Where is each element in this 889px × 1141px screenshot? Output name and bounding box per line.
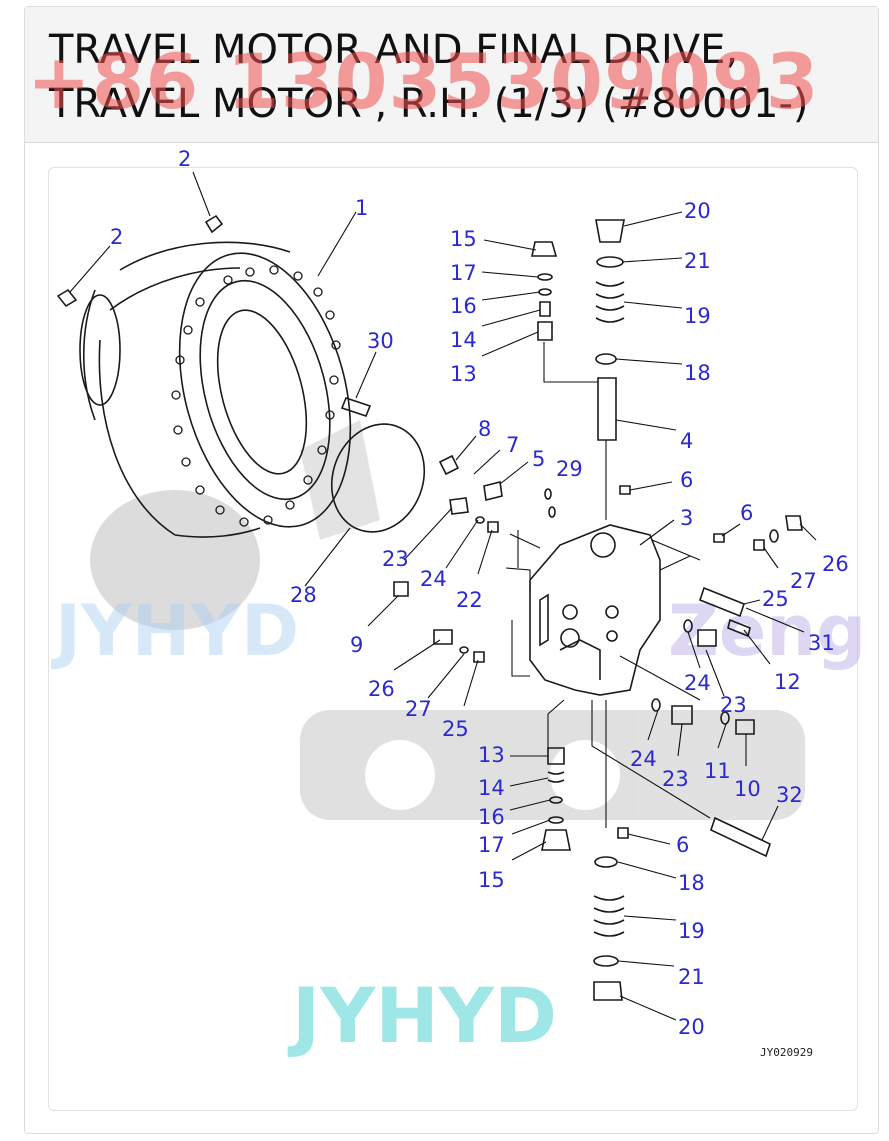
callout-16: 16	[450, 294, 477, 318]
callout-18: 18	[684, 361, 711, 385]
pin-part-30	[340, 397, 372, 417]
page-title-line-1: TRAVEL MOTOR AND FINAL DRIVE,	[49, 27, 739, 73]
callout-20: 20	[684, 199, 711, 223]
callout-16: 16	[478, 805, 505, 829]
drawing-number: JY020929	[760, 1046, 813, 1059]
callout-5: 5	[532, 447, 545, 471]
callout-19: 19	[684, 304, 711, 328]
callout-28: 28	[290, 583, 317, 607]
callout-27: 27	[405, 697, 432, 721]
final-drive-housing	[79, 241, 352, 538]
callout-14: 14	[478, 776, 505, 800]
motor-case-part-3	[529, 524, 661, 696]
callout-15: 15	[450, 227, 477, 251]
callout-6: 6	[740, 501, 753, 525]
callout-17: 17	[478, 833, 505, 857]
callout-26: 26	[368, 677, 395, 701]
callout-17: 17	[450, 261, 477, 285]
callout-31: 31	[808, 631, 835, 655]
callout-24: 24	[684, 671, 711, 695]
callout-9: 9	[350, 633, 363, 657]
callout-23: 23	[382, 547, 409, 571]
callout-30: 30	[367, 329, 394, 353]
phone-watermark: +86 13035309093	[27, 37, 820, 126]
callout-2: 2	[178, 147, 191, 171]
callout-26: 26	[822, 552, 849, 576]
callout-13: 13	[478, 743, 505, 767]
callout-18: 18	[678, 871, 705, 895]
callout-25: 25	[442, 717, 469, 741]
callout-25: 25	[762, 587, 789, 611]
leader-lines	[69, 171, 817, 1021]
callout-11: 11	[704, 759, 731, 783]
callout-6: 6	[676, 833, 689, 857]
diagram-frame	[48, 167, 858, 1111]
callout-6: 6	[680, 468, 693, 492]
plug-part-2-upper	[204, 214, 224, 234]
plug-part-2-left	[56, 288, 78, 308]
callout-20: 20	[678, 1015, 705, 1039]
callout-21: 21	[678, 965, 705, 989]
callout-14: 14	[450, 328, 477, 352]
background-watermark-shapes	[90, 420, 805, 820]
callout-4: 4	[680, 429, 693, 453]
callout-23: 23	[720, 693, 747, 717]
callout-1: 1	[355, 196, 368, 220]
callout-21: 21	[684, 249, 711, 273]
callout-22: 22	[456, 588, 483, 612]
mid-watermark-text: JYHYD	[51, 590, 299, 672]
callout-8: 8	[478, 417, 491, 441]
callout-3: 3	[680, 506, 693, 530]
callout-27: 27	[790, 569, 817, 593]
page-title-line-2: TRAVEL MOTOR , R.H. (1/3) (#80001-)	[49, 81, 809, 127]
brand-watermark: JYHYD	[287, 971, 557, 1060]
zeng-watermark-text: Zeng	[668, 590, 866, 672]
callout-7: 7	[506, 433, 519, 457]
callout-24: 24	[420, 567, 447, 591]
callout-19: 19	[678, 919, 705, 943]
callout-32: 32	[776, 783, 803, 807]
callout-24: 24	[630, 747, 657, 771]
callout-labels: 2 2 1 30 28 15 17 16 14 13 20 21 19 18 4…	[110, 147, 849, 1039]
callout-13: 13	[450, 362, 477, 386]
callout-2: 2	[110, 225, 123, 249]
callout-10: 10	[734, 777, 761, 801]
spring-stack-upper	[595, 219, 625, 441]
relief-valve-stack-upper	[531, 241, 558, 341]
title-bar: TRAVEL MOTOR AND FINAL DRIVE, TRAVEL MOT…	[25, 7, 878, 143]
callout-29: 29	[556, 457, 583, 481]
o-ring-part-28	[330, 423, 426, 533]
callout-23: 23	[662, 767, 689, 791]
callout-12: 12	[774, 670, 801, 694]
callout-15: 15	[478, 868, 505, 892]
